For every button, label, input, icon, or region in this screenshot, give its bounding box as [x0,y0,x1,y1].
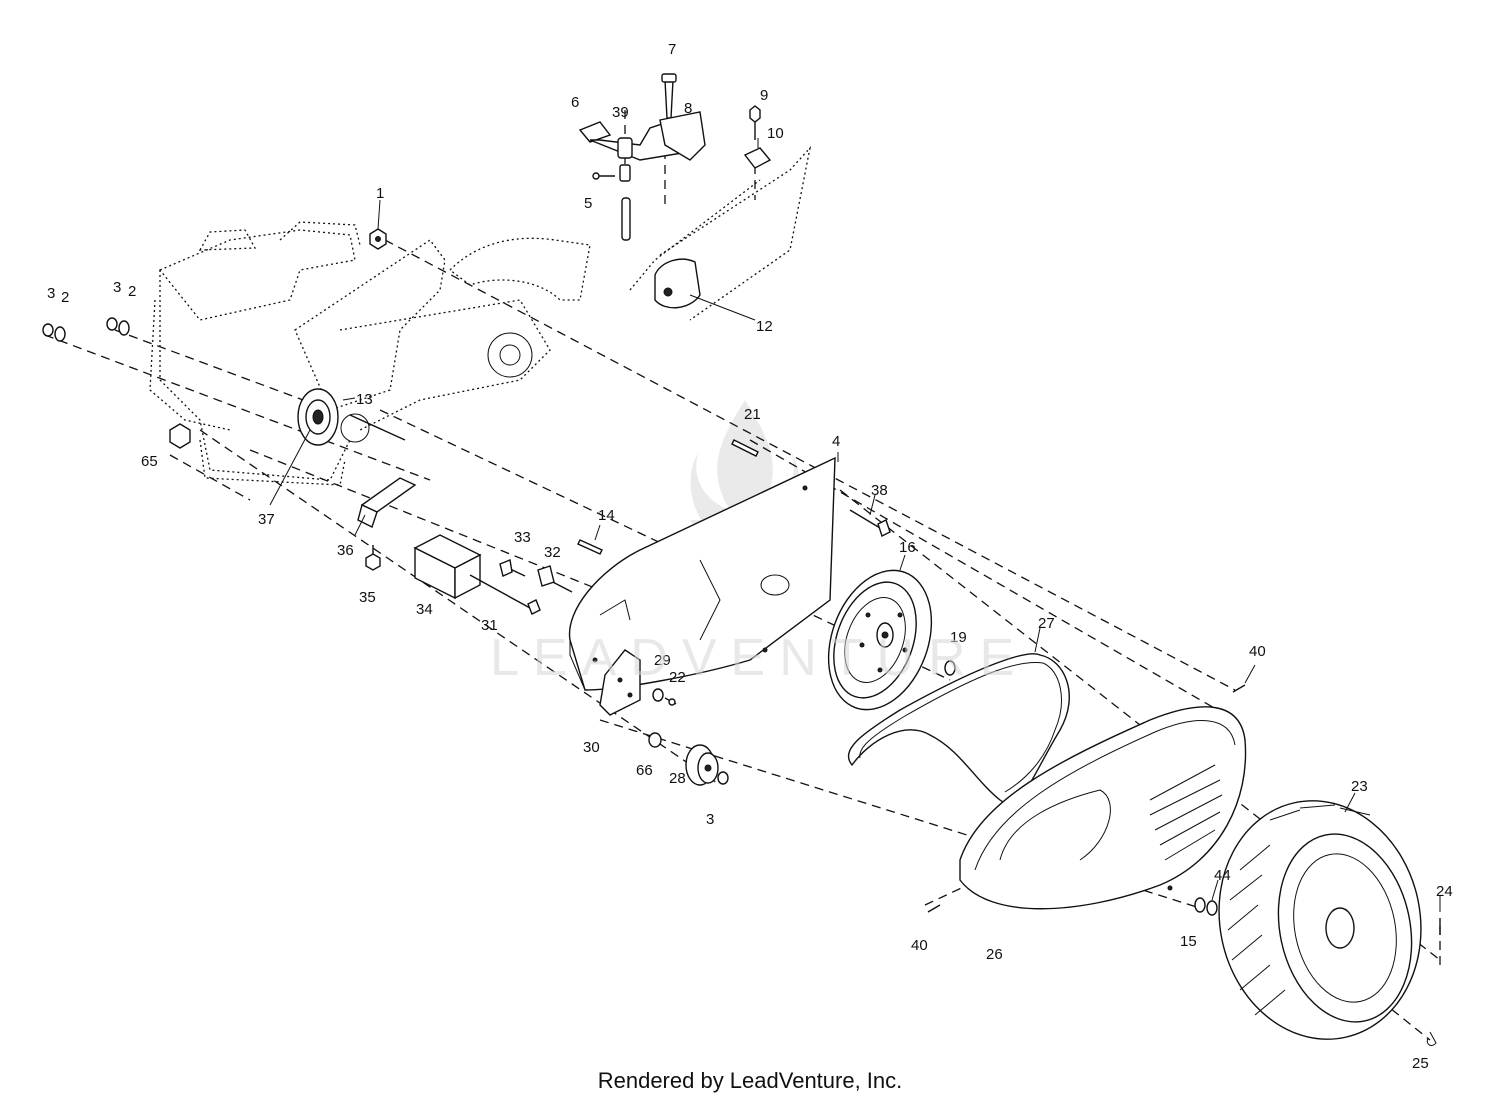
footer-credit: Rendered by LeadVenture, Inc. [597,1068,903,1093]
callout-12: 12 [756,318,773,335]
callout-14: 14 [598,507,615,524]
callout-3-c: 3 [706,811,714,828]
belt-cover-26 [927,684,1247,913]
callout-25: 25 [1412,1055,1429,1072]
pins [577,439,759,555]
callout-24: 24 [1436,883,1453,900]
callout-39: 39 [612,104,629,121]
callout-27: 27 [1038,615,1055,632]
leader-lines [269,138,1441,912]
callout-40-b: 40 [911,937,928,954]
callout-40-a: 40 [1249,643,1266,660]
callout-32: 32 [544,544,561,561]
tiller-frame-assembly [149,221,591,486]
callout-10: 10 [767,125,784,142]
bracket-36 [357,477,417,571]
shift-bracket-assembly [578,73,812,321]
callout-1: 1 [376,185,384,202]
belt-27 [847,653,1070,805]
callout-35: 35 [359,589,376,606]
callout-16: 16 [899,539,916,556]
callout-29: 29 [654,652,671,669]
callout-21: 21 [744,406,761,423]
callout-5: 5 [584,195,592,212]
callout-23: 23 [1351,778,1368,795]
callout-30: 30 [583,739,600,756]
callout-66: 66 [636,762,653,779]
callout-38: 38 [871,482,888,499]
callout-2-b: 2 [128,283,136,300]
callout-34: 34 [416,601,433,618]
callout-44: 44 [1214,867,1231,884]
callout-33: 33 [514,529,531,546]
callout-22: 22 [669,669,686,686]
callout-6: 6 [571,94,579,111]
callout-9: 9 [760,87,768,104]
callout-8: 8 [684,100,692,117]
bolts-31-33 [469,559,573,615]
callout-19: 19 [950,629,967,646]
inner-plate [568,456,891,716]
callout-3-a: 3 [47,285,55,302]
callout-3-b: 3 [113,279,121,296]
hardware-left [42,317,130,342]
callout-36: 36 [337,542,354,559]
idler-28 [648,732,729,786]
callout-26: 26 [986,946,1003,963]
callout-15: 15 [1180,933,1197,950]
callout-37: 37 [258,511,275,528]
callout-7: 7 [668,41,676,58]
block-34 [413,534,482,600]
callout-31: 31 [481,617,498,634]
wheel-23 [1194,800,1441,1046]
callout-4: 4 [832,433,840,450]
pulley-16 [827,569,956,711]
callout-13: 13 [356,391,373,408]
callout-labels: 1 2 2 3 3 3 4 5 6 7 8 9 10 12 13 14 15 1… [47,41,1453,1072]
callout-2-a: 2 [61,289,69,306]
callout-28: 28 [669,770,686,787]
callout-65: 65 [141,453,158,470]
